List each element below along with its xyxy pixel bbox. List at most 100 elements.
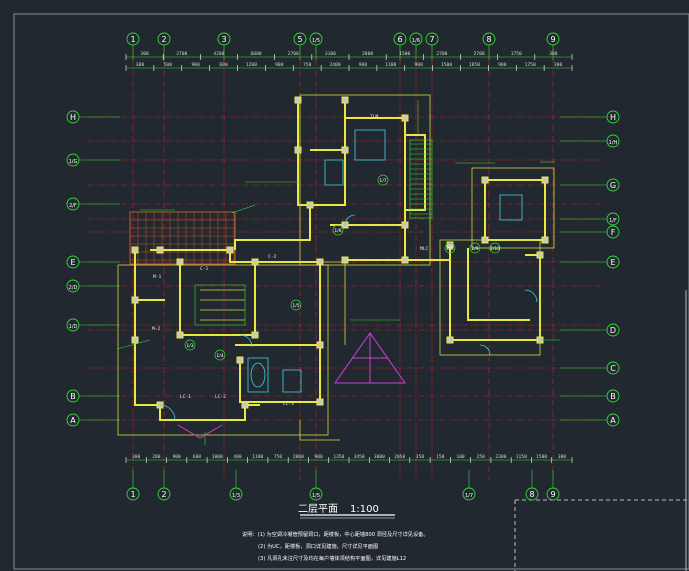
dimension-label: 150 bbox=[436, 454, 445, 460]
dimension-label: 750 bbox=[303, 62, 312, 68]
svg-text:8: 8 bbox=[486, 35, 491, 44]
room-label: 1/5 bbox=[290, 299, 302, 311]
svg-text:1/3: 1/3 bbox=[232, 493, 240, 499]
magenta-opening bbox=[177, 424, 223, 439]
svg-text:1/6: 1/6 bbox=[412, 38, 420, 44]
dimension-label: 3000 bbox=[374, 454, 385, 460]
dimension-label: 1800 bbox=[212, 454, 223, 460]
axis-bubble-bottom: 1/5 bbox=[309, 487, 323, 501]
dimension-label: 2700 bbox=[176, 51, 187, 57]
dimension-label: 2800 bbox=[293, 454, 304, 460]
svg-text:3: 3 bbox=[221, 35, 226, 44]
structural-column bbox=[341, 146, 349, 154]
dimension-label: 900 bbox=[498, 62, 507, 68]
dimension-label: 100 bbox=[456, 454, 465, 460]
dimension-label: 1200 bbox=[246, 62, 257, 68]
svg-text:B: B bbox=[70, 392, 76, 401]
terrace-hatch bbox=[129, 211, 236, 265]
dimension-label: 350 bbox=[416, 454, 425, 460]
structural-column bbox=[541, 176, 549, 184]
dimension-label: 1100 bbox=[385, 62, 396, 68]
axis-bubble-top: 1/5 bbox=[309, 32, 323, 46]
axis-bubble-right: C bbox=[606, 361, 620, 375]
svg-text:H: H bbox=[70, 113, 76, 122]
axis-bubble-right: H bbox=[606, 110, 620, 124]
dimension-label: 2700 bbox=[436, 51, 447, 57]
axis-bubble-top: 2 bbox=[157, 32, 171, 46]
dimension-label: 1150 bbox=[516, 454, 527, 460]
axis-bubble-left: E bbox=[66, 255, 80, 269]
door-window-tag: M-1 bbox=[153, 274, 162, 280]
axis-bubble-top: 3 bbox=[217, 32, 231, 46]
axis-bubble-right: G bbox=[606, 178, 620, 192]
axis-bubble-top: 9 bbox=[546, 32, 560, 46]
dimension-label: 1750 bbox=[511, 51, 522, 57]
dimension-label: 900 bbox=[415, 62, 424, 68]
svg-text:1/7: 1/7 bbox=[465, 493, 473, 499]
structural-column bbox=[294, 146, 302, 154]
note-2: (2) 为UC，距楼板，洞口详见建施，尺寸详见平面图 bbox=[258, 542, 378, 550]
svg-text:1/7: 1/7 bbox=[379, 178, 386, 184]
structural-column bbox=[541, 236, 549, 244]
door-window-tag: M-2 bbox=[152, 326, 161, 332]
dimension-label: 900 bbox=[173, 454, 182, 460]
room-label: 1/7 bbox=[377, 174, 389, 186]
dimension-label: 1850 bbox=[469, 62, 480, 68]
svg-text:1: 1 bbox=[130, 35, 135, 44]
dimension-label: 900 bbox=[192, 62, 201, 68]
door-window-tag: TLM bbox=[370, 114, 379, 120]
svg-text:1/D: 1/D bbox=[69, 324, 78, 330]
inner-lines bbox=[117, 94, 555, 441]
bathroom-fixtures bbox=[247, 129, 523, 393]
dimension-label: 3100 bbox=[325, 51, 336, 57]
structural-column bbox=[176, 258, 184, 266]
room-label: 2/8 bbox=[444, 242, 456, 254]
axis-bubble-bottom: 9 bbox=[546, 487, 560, 501]
dimension-label: 300 bbox=[140, 51, 149, 57]
door-window-tag: C-2 bbox=[268, 254, 277, 260]
dimension-label: 2400 bbox=[330, 62, 341, 68]
axis-bubble-right: F bbox=[606, 225, 620, 239]
svg-text:2/D: 2/D bbox=[69, 285, 78, 291]
door-window-tag: C-1 bbox=[200, 266, 209, 272]
structural-column bbox=[481, 236, 489, 244]
room-label: 1/4 bbox=[214, 349, 226, 361]
dimension-label: 2700 bbox=[288, 51, 299, 57]
structural-column bbox=[341, 96, 349, 104]
structural-column bbox=[131, 336, 139, 344]
dimension-label: 2800 bbox=[362, 51, 373, 57]
door-swings bbox=[159, 214, 538, 421]
axis-bubble-left: 1/D bbox=[66, 318, 80, 332]
structural-column bbox=[401, 256, 409, 264]
axis-bubble-left: A bbox=[66, 413, 80, 427]
svg-text:1/H: 1/H bbox=[609, 140, 618, 146]
room-label: 2/9 bbox=[469, 242, 481, 254]
stairs bbox=[194, 139, 433, 326]
svg-text:1/F: 1/F bbox=[609, 218, 617, 224]
structural-column bbox=[316, 341, 324, 349]
dimension-label: 3450 bbox=[354, 454, 365, 460]
svg-text:2/8: 2/8 bbox=[446, 246, 453, 252]
structural-column bbox=[236, 356, 244, 364]
axis-bubble-bottom: 2 bbox=[157, 487, 171, 501]
structural-column bbox=[316, 258, 324, 266]
dimension-label: 1750 bbox=[525, 62, 536, 68]
dimension-label: 900 bbox=[314, 454, 323, 460]
svg-text:2: 2 bbox=[161, 490, 166, 499]
dimension-label: 500 bbox=[164, 62, 173, 68]
svg-text:7: 7 bbox=[429, 35, 434, 44]
structural-column bbox=[251, 331, 259, 339]
structural-column bbox=[481, 176, 489, 184]
svg-text:6: 6 bbox=[397, 35, 402, 44]
room-label: 1/3 bbox=[184, 339, 196, 351]
dimension-label: 900 bbox=[275, 62, 284, 68]
axis-bubble-right: B bbox=[606, 389, 620, 403]
roof-ridge bbox=[334, 332, 406, 384]
svg-text:G: G bbox=[610, 181, 616, 190]
svg-text:H: H bbox=[610, 113, 616, 122]
structural-column bbox=[306, 201, 314, 209]
svg-text:1/6: 1/6 bbox=[334, 228, 341, 234]
dimension-label: 200 bbox=[152, 454, 161, 460]
svg-text:2/F: 2/F bbox=[69, 203, 77, 209]
